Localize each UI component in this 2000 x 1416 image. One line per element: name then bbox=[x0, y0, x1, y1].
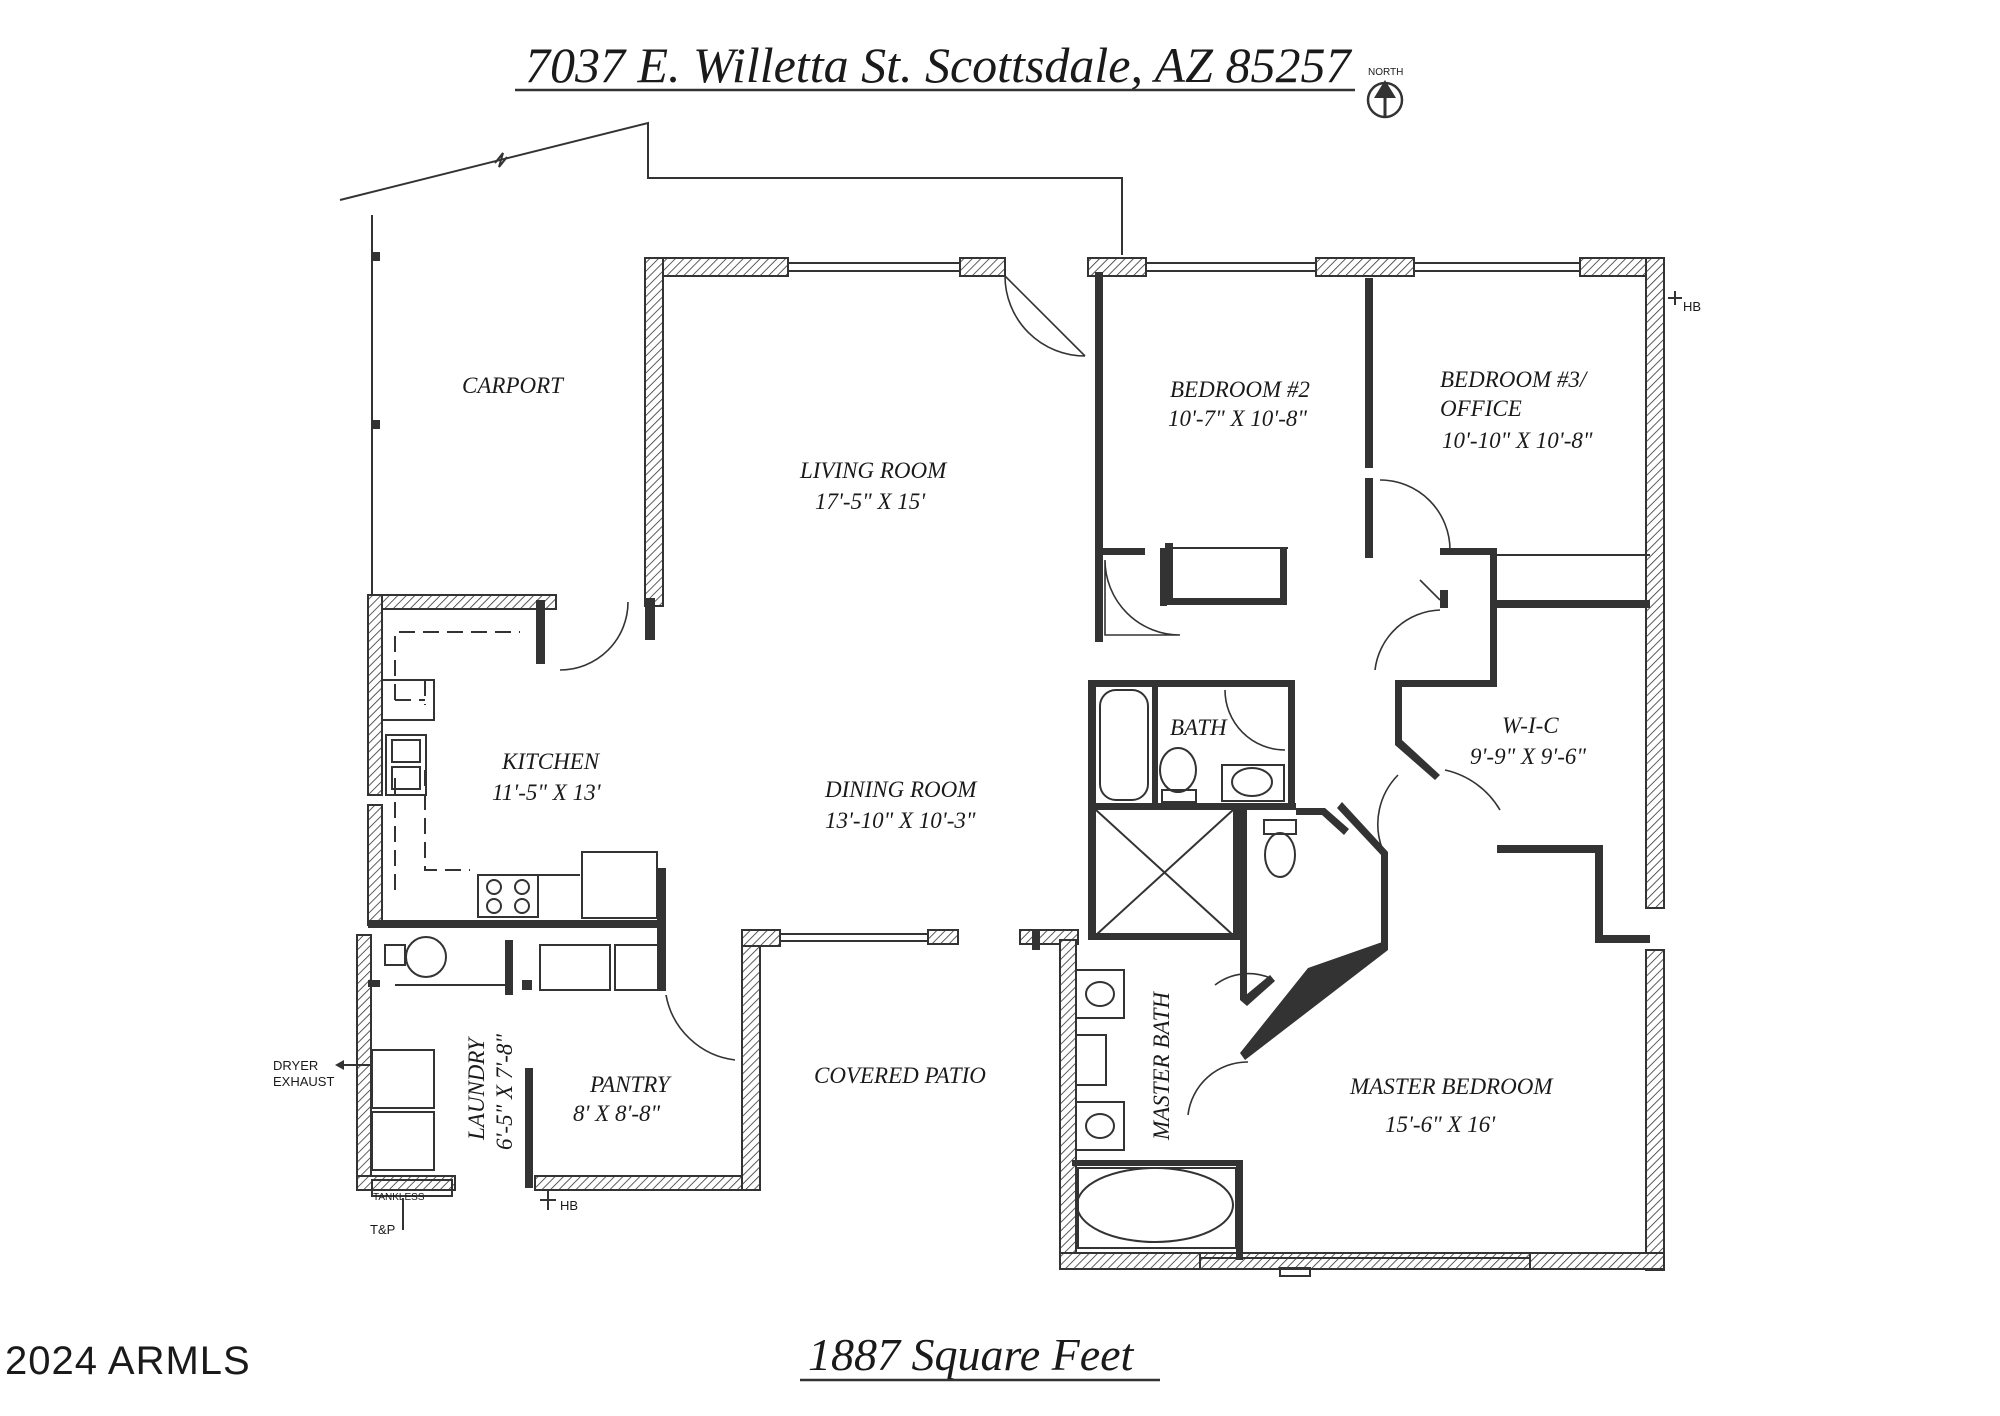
room-bedroom3-label-2: OFFICE bbox=[1440, 396, 1522, 421]
room-kitchen-dims: 11'-5" X 13' bbox=[492, 780, 602, 805]
room-living-room-dims: 17'-5" X 15' bbox=[815, 489, 926, 514]
room-dining-room-label: DINING ROOM bbox=[824, 777, 978, 802]
dryer-exhaust-note-2: EXHAUST bbox=[273, 1074, 334, 1089]
room-laundry-label: LAUNDRY bbox=[464, 1036, 489, 1141]
room-bedroom2-dims: 10'-7" X 10'-8" bbox=[1168, 406, 1307, 431]
hose-bib-note-sw: HB bbox=[560, 1198, 578, 1213]
room-labels: CARPORT LIVING ROOM 17'-5" X 15' BEDROOM… bbox=[462, 367, 1593, 1150]
interior-walls bbox=[368, 272, 1650, 1260]
room-bath-label: BATH bbox=[1170, 715, 1228, 740]
bath-fixtures bbox=[1095, 689, 1297, 936]
tp-note: T&P bbox=[370, 1222, 395, 1237]
room-carport-label: CARPORT bbox=[462, 373, 565, 398]
kitchen-fixtures bbox=[381, 600, 661, 991]
room-pantry-dims: 8' X 8'-8" bbox=[573, 1101, 661, 1126]
room-wic-label: W-I-C bbox=[1502, 713, 1559, 738]
room-master-bedroom-label: MASTER BEDROOM bbox=[1349, 1074, 1554, 1099]
watermark: 2024 ARMLS bbox=[5, 1339, 251, 1383]
address-title: 7037 E. Willetta St. Scottsdale, AZ 8525… bbox=[525, 37, 1352, 93]
dryer-exhaust-note-1: DRYER bbox=[273, 1058, 318, 1073]
room-dining-room-dims: 13'-10" X 10'-3" bbox=[825, 808, 976, 833]
room-bedroom2-label: BEDROOM #2 bbox=[1170, 377, 1310, 402]
room-master-bath-label: MASTER BATH bbox=[1149, 991, 1174, 1141]
carport-outline bbox=[339, 121, 1123, 595]
master-bath-fixtures bbox=[1075, 969, 1237, 1249]
room-bedroom3-dims: 10'-10" X 10'-8" bbox=[1442, 428, 1593, 453]
room-covered-patio-label: COVERED PATIO bbox=[814, 1063, 986, 1088]
exterior-walls bbox=[356, 257, 1665, 1277]
north-label: NORTH bbox=[1368, 67, 1403, 78]
square-footage: 1887 Square Feet bbox=[808, 1329, 1135, 1380]
room-living-room-label: LIVING ROOM bbox=[799, 458, 948, 483]
room-pantry-label: PANTRY bbox=[589, 1072, 672, 1097]
north-arrow-icon: NORTH bbox=[1366, 67, 1403, 119]
room-kitchen-label: KITCHEN bbox=[501, 749, 601, 774]
room-wic-dims: 9'-9" X 9'-6" bbox=[1470, 744, 1586, 769]
notes: HB DRYER EXHAUST TANKLESS T&P HB bbox=[273, 291, 1701, 1237]
doors bbox=[559, 275, 1650, 1116]
hose-bib-note-ne: HB bbox=[1683, 299, 1701, 314]
room-master-bedroom-dims: 15'-6" X 16' bbox=[1385, 1112, 1496, 1137]
laundry-fixtures bbox=[371, 936, 505, 1197]
tankless-note: TANKLESS bbox=[373, 1192, 425, 1203]
room-bedroom3-label: BEDROOM #3/ bbox=[1440, 367, 1589, 392]
room-laundry-dims: 6'-5" X 7'-8" bbox=[492, 1034, 517, 1150]
